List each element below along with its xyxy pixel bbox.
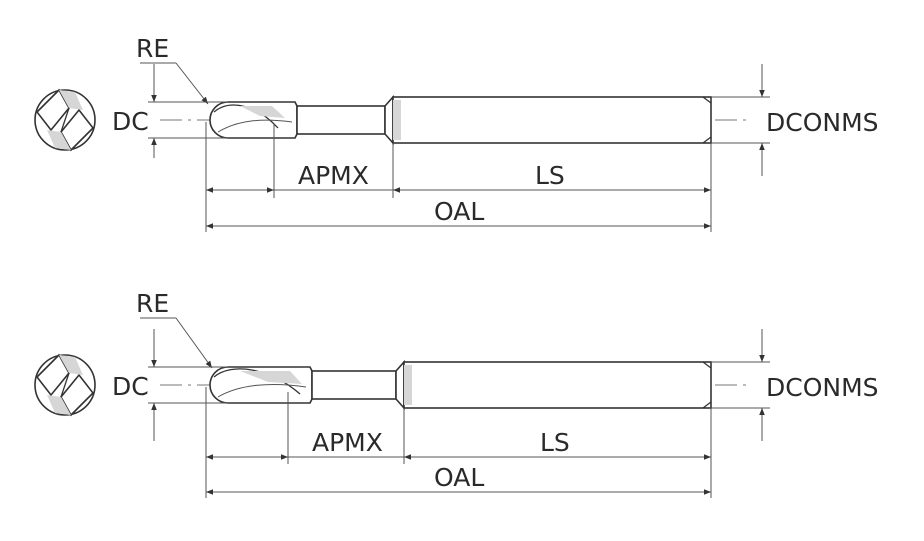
end-view-icon — [34, 88, 96, 152]
dconms-label: DCONMS — [766, 108, 879, 137]
re-label: RE — [136, 289, 169, 318]
tool-body — [209, 359, 712, 411]
tool-body — [209, 94, 712, 146]
end-mill-figure-2: RE DC DCONMS APMX LS — [34, 289, 879, 498]
re-dimension: RE — [136, 34, 209, 105]
re-label: RE — [136, 34, 169, 63]
oal-dimension: OAL — [206, 463, 711, 495]
ls-label: LS — [540, 428, 570, 457]
oal-label: OAL — [434, 197, 484, 226]
end-view-icon — [34, 353, 96, 417]
dconms-dimension: DCONMS — [711, 64, 879, 176]
ls-dimension: LS — [393, 161, 711, 193]
dconms-dimension: DCONMS — [711, 329, 879, 441]
oal-dimension: OAL — [206, 197, 711, 229]
apmx-dimension: APMX — [206, 428, 404, 460]
re-dimension: RE — [136, 289, 213, 369]
dc-dimension: DC — [112, 329, 228, 441]
end-mill-figure-1: RE DC DCONMS APMX — [34, 34, 879, 232]
oal-label: OAL — [434, 463, 484, 492]
dc-dimension: DC — [112, 64, 228, 158]
dconms-label: DCONMS — [766, 373, 879, 402]
ls-dimension: LS — [404, 428, 711, 460]
apmx-dimension: APMX — [206, 161, 393, 193]
apmx-label: APMX — [298, 161, 369, 190]
dc-label: DC — [112, 372, 149, 401]
dc-label: DC — [112, 107, 149, 136]
apmx-label: APMX — [312, 428, 383, 457]
ls-label: LS — [535, 161, 565, 190]
